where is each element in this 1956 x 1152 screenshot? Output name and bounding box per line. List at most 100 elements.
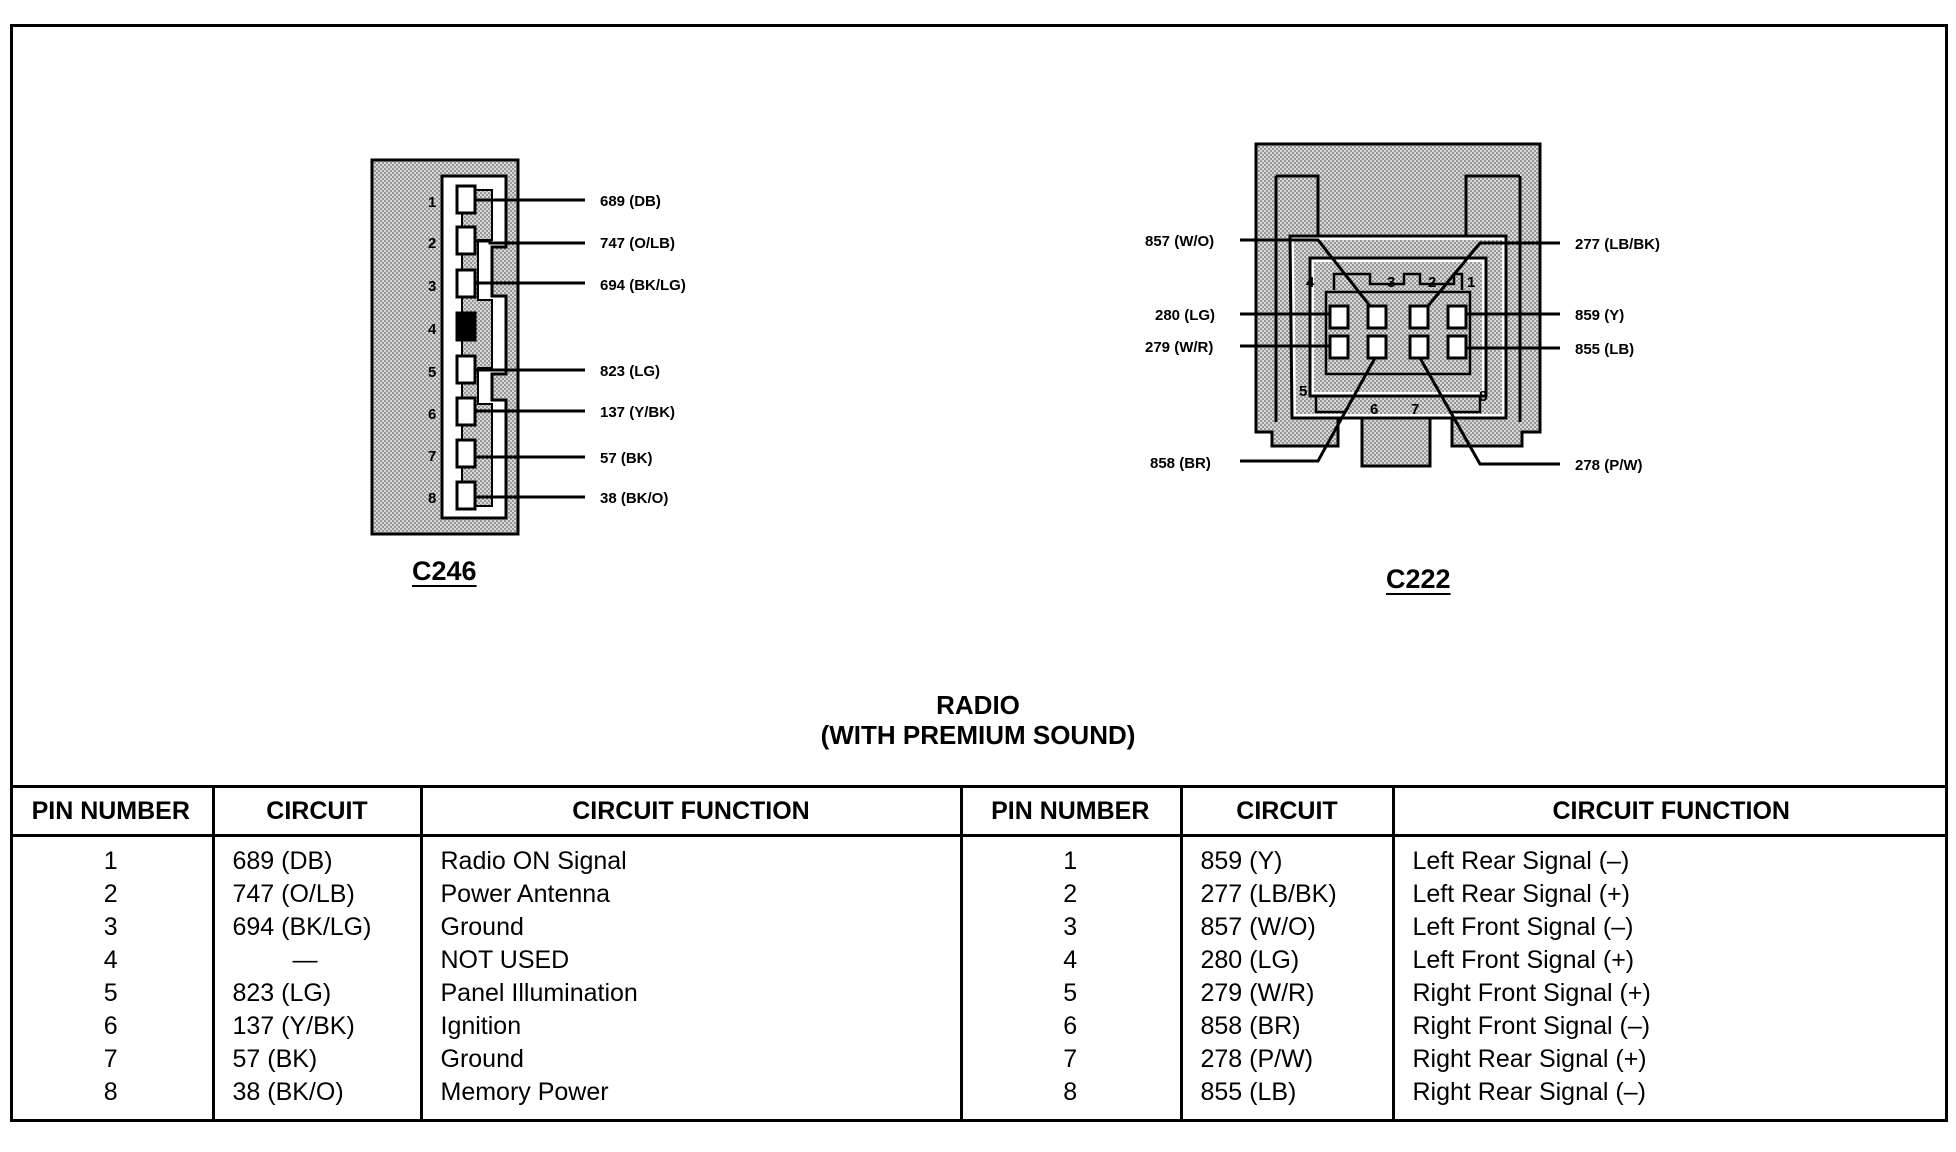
c222-title: C222 [1386,564,1451,594]
circuit-function-cell: Radio ON Signal [440,847,627,875]
c246-pin-7 [455,438,477,469]
c222-pin-number: 2 [1428,274,1436,291]
c222-wire-label: 280 (LG) [1155,307,1215,324]
c246-pin-number: 4 [428,321,437,338]
circuit-function-cell: Right Front Signal (+) [1412,979,1651,1007]
c246-title: C246 [412,556,477,586]
c222-wire-label: 279 (W/R) [1145,339,1213,356]
circuit-function-cell: Ignition [440,1012,522,1040]
c222-pin-number: 7 [1411,401,1419,418]
pin-number-cell: 7 [103,1045,118,1073]
c222-pin-8 [1446,334,1468,360]
c222-pin-number: 1 [1467,274,1475,291]
table-header-row: PIN NUMBER CIRCUIT CIRCUIT FUNCTION [961,788,1948,837]
c246-wire-label: 137 (Y/BK) [600,404,675,421]
c246-pin-5 [455,354,477,385]
circuit-column: 859 (Y) 277 (LB/BK) 857 (W/O) 280 (LG) 2… [1181,835,1395,1122]
circuit-cell: 859 (Y) [1200,847,1283,875]
c246-wire-label: 823 (LG) [600,363,660,380]
c246-pinout-table: PIN NUMBER CIRCUIT CIRCUIT FUNCTION 1 2 … [10,788,963,1122]
c246-wire-label: 689 (DB) [600,193,661,210]
circuit-function-cell: Ground [440,1045,524,1073]
circuit-function-cell: Right Front Signal (–) [1412,1012,1651,1040]
circuit-cell: 689 (DB) [232,847,333,875]
pin-number-cell: 6 [103,1012,118,1040]
c222-wire-label: 278 (P/W) [1575,457,1643,474]
c246-pin-number: 1 [428,194,436,211]
c246-pin-8 [455,480,477,511]
c246-wire-label: 38 (BK/O) [600,490,668,507]
table-header-row: PIN NUMBER CIRCUIT CIRCUIT FUNCTION [10,788,961,837]
title-line-1: RADIO [936,690,1020,720]
c222-wire-label: 859 (Y) [1575,307,1624,324]
circuit-cell: 858 (BR) [1200,1012,1301,1040]
c222-wire-label: 855 (LB) [1575,341,1634,358]
c246-pin-number: 7 [428,448,436,465]
circuit-cell: 38 (BK/O) [232,1078,344,1106]
c246-wire-label: 57 (BK) [600,450,653,467]
circuit-function-cell: Right Rear Signal (–) [1412,1078,1646,1106]
c246-pin-number: 8 [428,490,436,507]
header-pin-number: PIN NUMBER [10,788,215,837]
c222-pin-number: 5 [1299,383,1307,400]
c246-wire-label: 747 (O/LB) [600,235,675,252]
pin-number-cell: 7 [1063,1045,1078,1073]
c222-pin-6 [1366,334,1388,360]
circuit-cell: 278 (P/W) [1200,1045,1314,1073]
c222-pin-2 [1408,304,1430,330]
c222-pin-4 [1328,304,1350,330]
circuit-cell: 279 (W/R) [1200,979,1315,1007]
diagram-title: RADIO (WITH PREMIUM SOUND) [0,690,1956,750]
circuit-cell: 747 (O/LB) [232,880,355,908]
header-pin-number: PIN NUMBER [961,788,1183,837]
circuit-function-cell: Left Rear Signal (+) [1412,880,1630,908]
c222-pin-number: 3 [1387,274,1395,291]
pinout-tables: PIN NUMBER CIRCUIT CIRCUIT FUNCTION 1 2 … [10,785,1948,1122]
circuit-function-cell: Left Front Signal (–) [1412,913,1634,941]
c222-pin-5 [1328,334,1350,360]
header-circuit: CIRCUIT [213,788,423,837]
circuit-column: 689 (DB) 747 (O/LB) 694 (BK/LG) — 823 (L… [213,835,423,1122]
c222-wire-label: 857 (W/O) [1145,233,1214,250]
c246-pin-number: 3 [428,278,436,295]
c222-pin-number: 8 [1479,388,1487,405]
c246-connector: 1 2 3 4 5 6 7 8 689 (DB) 747 (O/LB) 694 … [370,158,686,536]
c246-pin-1 [455,184,477,215]
pin-number-cell: 5 [1063,979,1078,1007]
pin-number-cell: 4 [103,946,118,974]
c222-pin-7 [1408,334,1430,360]
circuit-function-cell: Memory Power [440,1078,609,1106]
circuit-cell: 277 (LB/BK) [1200,880,1337,908]
c222-wire-label: 277 (LB/BK) [1575,236,1660,253]
pin-number-cell: 2 [103,880,118,908]
c222-pin-number: 6 [1370,401,1378,418]
pin-number-cell: 2 [1063,880,1078,908]
c246-pin-4 [455,311,477,342]
c222-pin-3 [1366,304,1388,330]
circuit-cell: 855 (LB) [1200,1078,1297,1106]
c222-wire-label: 858 (BR) [1150,455,1211,472]
pin-number-cell: 8 [1063,1078,1078,1106]
pin-number-column: 1 2 3 4 5 6 7 8 [10,835,215,1122]
circuit-function-cell: Left Front Signal (+) [1412,946,1635,974]
pin-number-cell: 3 [1063,913,1078,941]
pin-number-cell: 1 [103,847,118,875]
title-line-2: (WITH PREMIUM SOUND) [820,720,1136,750]
c222-connector: 1 2 3 4 5 6 7 8 857 (W/O) 280 (LG) 279 (… [1145,142,1660,474]
circuit-cell: — [292,946,318,974]
circuit-cell: 137 (Y/BK) [232,1012,355,1040]
circuit-function-cell: Panel Illumination [440,979,638,1007]
circuit-function-cell: Ground [440,913,524,941]
pin-number-cell: 3 [103,913,118,941]
pin-number-cell: 4 [1063,946,1078,974]
c246-pin-number: 5 [428,364,436,381]
pin-number-cell: 5 [103,979,118,1007]
c246-pin-number: 2 [428,235,436,252]
table-body-row: 1 2 3 4 5 6 7 8 689 (DB) 747 (O/LB) 694 … [10,835,961,1122]
c222-pin-number: 4 [1306,274,1315,291]
c246-pin-6 [455,396,477,427]
circuit-cell: 857 (W/O) [1200,913,1316,941]
header-circuit-function: CIRCUIT FUNCTION [1393,788,1948,837]
header-circuit: CIRCUIT [1181,788,1395,837]
circuit-function-column: Left Rear Signal (–) Left Rear Signal (+… [1393,836,1948,1123]
